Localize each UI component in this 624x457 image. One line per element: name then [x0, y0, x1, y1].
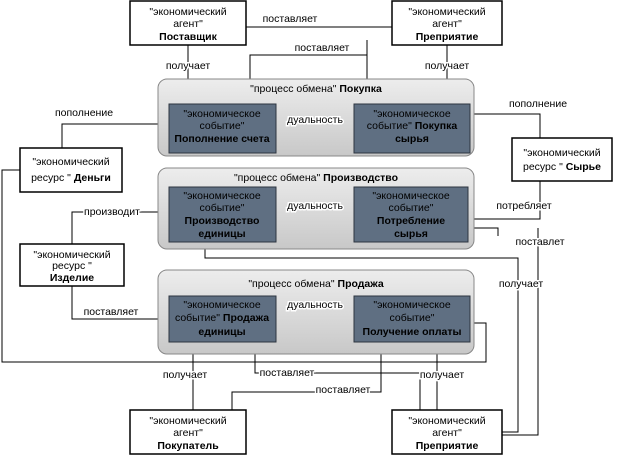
edge-label-supplies-sale: поставляет — [84, 306, 139, 318]
edge-label-consumes: потребляет — [496, 200, 552, 212]
edge-label-supplies-mid: поставляет — [295, 42, 350, 54]
svg-text:"экономическое: "экономическое — [183, 299, 260, 311]
svg-text:событие": событие" — [388, 202, 433, 214]
svg-text:"экономическое: "экономическое — [183, 190, 260, 202]
event-payment-receipt: "экономическое событие" Получение оплаты — [353, 295, 471, 343]
svg-text:"экономический: "экономический — [408, 415, 485, 427]
svg-text:"экономический: "экономический — [408, 6, 485, 18]
svg-text:событие" Покупка: событие" Покупка — [367, 120, 458, 132]
agent-enterprise-bottom: "экономический агент" Преприятие — [391, 409, 503, 455]
edge-label-supplies-bottom-2: поставляет — [316, 384, 371, 396]
process-production-label: "процесс обмена" Производство — [234, 172, 398, 184]
svg-text:"экономическое: "экономическое — [372, 190, 449, 202]
svg-text:Получение оплаты: Получение оплаты — [363, 326, 462, 338]
edge-label-supplies-top: поставляет — [263, 13, 318, 25]
agent-enterprise-top: "экономический агент" Преприятие — [391, 0, 503, 46]
edge-label-supplies-bottom-1: поставляет — [260, 367, 315, 379]
svg-text:событие" Продажа: событие" Продажа — [175, 312, 269, 324]
svg-text:"экономический: "экономический — [149, 6, 226, 18]
svg-text:"экономический: "экономический — [523, 147, 600, 159]
svg-text:Изделие: Изделие — [50, 272, 94, 284]
svg-text:Покупатель: Покупатель — [157, 440, 219, 452]
event-raw-purchase: "экономическое событие" Покупка сырья — [353, 103, 471, 154]
edge-label-receives-enterprise-bottom: получает — [420, 369, 464, 381]
resource-product: "экономический ресурс " Изделие — [19, 243, 125, 287]
svg-text:Преприятие: Преприятие — [416, 440, 479, 452]
edge-label-receives-supplier: получает — [166, 60, 210, 72]
svg-text:агент": агент" — [432, 18, 462, 30]
edge-label-receives-buyer: получает — [163, 369, 207, 381]
event-raw-consumption: "экономическое событие" Потребление сырь… — [353, 186, 469, 243]
svg-text:ресурс ": ресурс " — [52, 260, 92, 272]
resource-raw: "экономический ресурс " Сырье — [511, 137, 613, 182]
svg-text:"экономическое: "экономическое — [373, 108, 450, 120]
edge-label-replenish-right: пополнение — [509, 98, 567, 110]
svg-text:"экономическое: "экономическое — [373, 299, 450, 311]
event-unit-production: "экономическое событие" Производство еди… — [168, 186, 277, 243]
svg-text:сырья: сырья — [394, 228, 428, 240]
edge-label-supplies-right: поставлет — [515, 236, 564, 248]
svg-text:Потребление: Потребление — [377, 215, 445, 227]
agent-buyer: "экономический агент" Покупатель — [129, 409, 247, 455]
svg-text:агент": агент" — [432, 427, 462, 439]
event-account-topup: "экономическое событие" Пополнение счета — [168, 103, 277, 154]
svg-text:событие": событие" — [199, 202, 244, 214]
edge-label-produces: производит — [84, 206, 140, 218]
svg-text:ресурс " Деньги: ресурс " Деньги — [31, 172, 111, 184]
svg-text:"экономический: "экономический — [32, 156, 109, 168]
svg-text:сырья: сырья — [395, 133, 429, 145]
svg-text:единицы: единицы — [198, 326, 245, 338]
edge-label-duality-1: дуальность — [287, 114, 343, 126]
connectors — [1, 26, 541, 436]
svg-text:агент": агент" — [173, 427, 203, 439]
svg-text:"экономический: "экономический — [149, 415, 226, 427]
svg-text:Преприятие: Преприятие — [416, 31, 479, 43]
svg-text:событие": событие" — [199, 120, 244, 132]
edge-labels: поставляет поставляет получает получает … — [53, 12, 568, 398]
edge-label-duality-3: дуальность — [287, 299, 343, 311]
svg-text:агент": агент" — [173, 18, 203, 30]
svg-text:единицы: единицы — [198, 228, 245, 240]
svg-text:Производство: Производство — [185, 215, 260, 227]
svg-text:ресурс " Сырье: ресурс " Сырье — [523, 161, 601, 173]
svg-text:Пополнение счета: Пополнение счета — [174, 133, 269, 145]
edge-label-replenish-left: пополнение — [55, 107, 113, 119]
process-purchase-label: "процесс обмена" Покупка — [250, 83, 382, 95]
edge-label-receives-right: получает — [499, 278, 543, 290]
edge-label-receives-enterprise-top: получает — [425, 60, 469, 72]
svg-text:событие": событие" — [389, 312, 434, 324]
svg-text:"экономическое: "экономическое — [183, 108, 260, 120]
edge-label-duality-2: дуальность — [287, 200, 343, 212]
event-unit-sale: "экономическое событие" Продажа единицы — [168, 295, 277, 343]
agent-supplier: "экономический агент" Поставщик — [129, 0, 247, 46]
process-sale-label: "процесс обмена" Продажа — [248, 278, 384, 290]
resource-money: "экономический ресурс " Деньги — [19, 147, 123, 193]
svg-text:"экономический: "экономический — [33, 249, 110, 261]
svg-text:Поставщик: Поставщик — [159, 31, 217, 43]
